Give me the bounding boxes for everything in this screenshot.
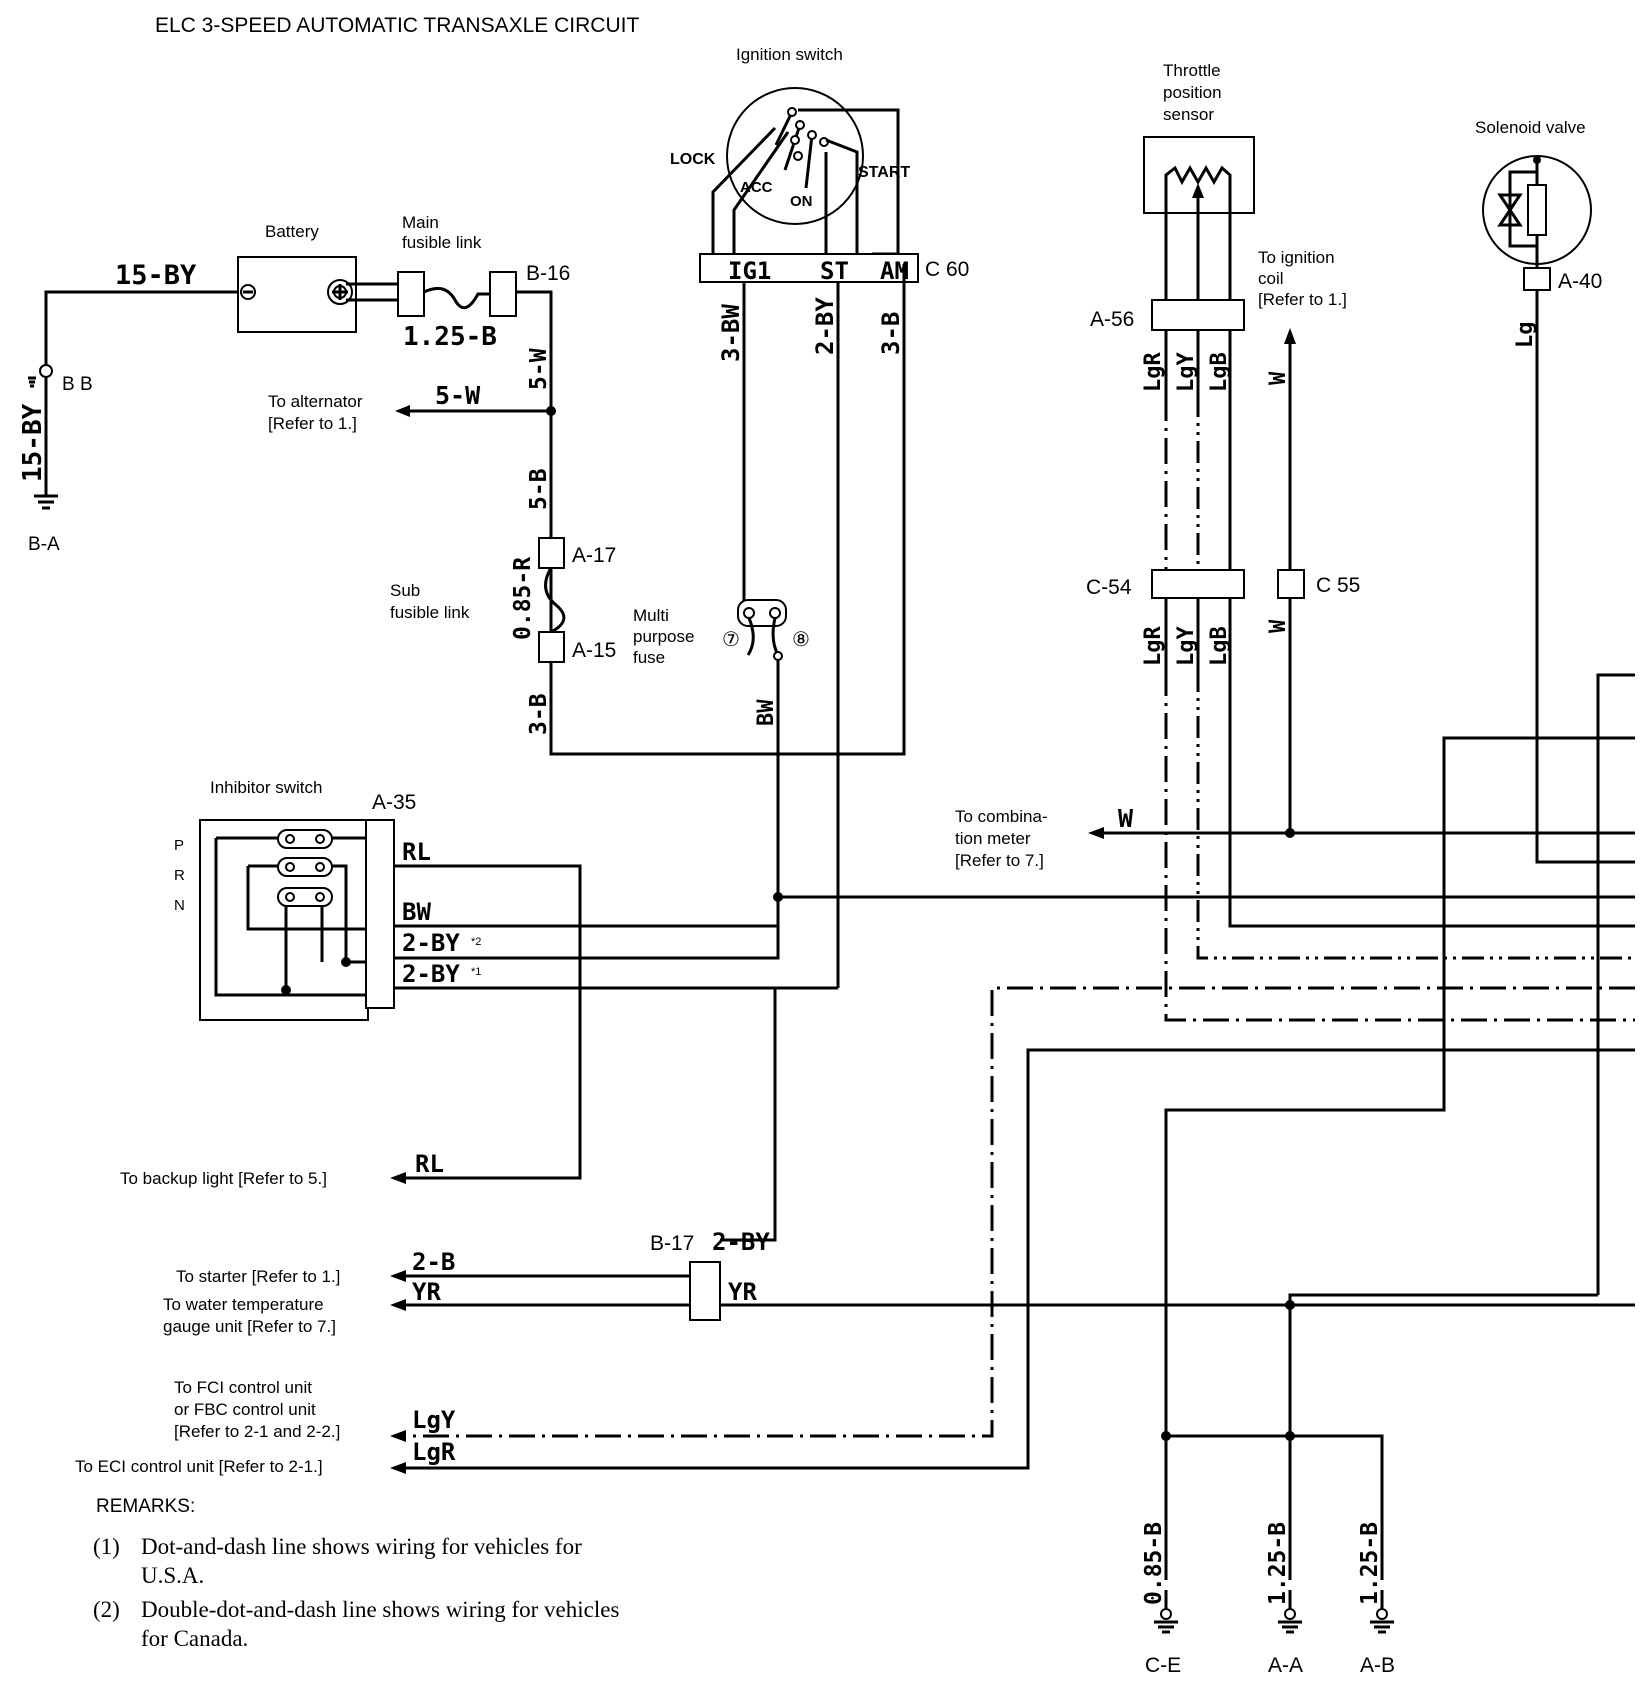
connector-c60: C 60	[925, 258, 969, 281]
wire-lgr-eci: LgR	[412, 1438, 456, 1466]
solenoid-valve: Solenoid valve A-40 Lg	[1475, 118, 1635, 864]
battery-section: Battery 15-BY B B 15-BY B-A Main fusible…	[18, 213, 906, 756]
wire-125b-aa: 1.25-B	[1265, 1522, 1291, 1605]
ground-aa: A-A	[1268, 1654, 1303, 1677]
main-fusible-link-label: Main fusible link	[402, 213, 482, 252]
wire-rl-inhibitor: RL	[402, 838, 431, 866]
wire-085b: 0.85-B	[1141, 1522, 1167, 1605]
dest-combination-meter: To combina- tion meter [Refer to 7.]	[955, 807, 1052, 870]
dest-water-temp: To water temperature gauge unit [Refer t…	[163, 1295, 336, 1336]
throttle-position-sensor: Throttle position sensor A-56 LgR LgY Lg…	[1086, 61, 1635, 1022]
diagram-title: ELC 3-SPEED AUTOMATIC TRANSAXLE CIRCUIT	[155, 14, 639, 37]
svg-text:START: START	[858, 164, 910, 181]
wire-5b: 5-B	[526, 468, 552, 510]
wire-125b: 1.25-B	[403, 322, 497, 352]
wire-2b-starter: 2-B	[412, 1248, 455, 1276]
wire-lgy-lower: LgY	[1174, 626, 1199, 666]
wire-yr-right: YR	[728, 1278, 757, 1306]
ignition-switch-label: Ignition switch	[736, 45, 843, 64]
bb-label: B B	[62, 374, 93, 395]
terminal-st: ST	[820, 257, 849, 285]
remark-2-text: Double-dot-and-dash line shows wiring fo…	[141, 1597, 625, 1651]
connector-a15: A-15	[572, 639, 616, 662]
wire-15by-top: 15-BY	[115, 260, 197, 291]
dest-fci: To FCI control unit or FBC control unit …	[174, 1378, 340, 1441]
wire-rl-backup: RL	[415, 1150, 444, 1178]
svg-text:⑦: ⑦	[722, 629, 740, 651]
svg-text:P: P	[174, 837, 184, 854]
wire-lgb-lower: LgB	[1207, 626, 1232, 666]
wire-085r: 0.85-R	[510, 557, 536, 640]
connector-a35: A-35	[372, 791, 416, 814]
wire-15by-vertical: 15-BY	[18, 403, 48, 482]
wire-lgy-fci: LgY	[412, 1406, 456, 1434]
mark-1: *1	[471, 966, 481, 978]
ground-ab: A-B	[1360, 1654, 1395, 1677]
multi-purpose-fuse-label: Multi purpose fuse	[633, 606, 699, 667]
remark-2-num: (2)	[93, 1597, 120, 1622]
wire-lg: Lg	[1513, 322, 1538, 349]
connector-a17: A-17	[572, 544, 616, 567]
throttle-sensor-label: Throttle position sensor	[1163, 61, 1226, 124]
wire-5w-h: 5-W	[435, 381, 481, 410]
connector-c54: C-54	[1086, 576, 1132, 599]
remark-1-num: (1)	[93, 1534, 120, 1559]
wire-lgr-lower: LgR	[1141, 626, 1166, 666]
connector-b16: B-16	[526, 262, 570, 285]
battery-label: Battery	[265, 222, 319, 241]
connector-c55: C 55	[1316, 574, 1360, 597]
dest-starter: To starter [Refer to 1.]	[176, 1267, 340, 1286]
wire-2by-b17: 2-BY	[712, 1228, 770, 1256]
wire-2by-2: 2-BY	[402, 929, 460, 957]
wire-125b-ab: 1.25-B	[1357, 1522, 1383, 1605]
wire-bw-inhibitor: BW	[402, 898, 431, 926]
wire-lgr-upper: LgR	[1141, 352, 1166, 392]
terminal-ig1: IG1	[728, 257, 771, 285]
sub-fusible-link-label: Sub fusible link	[390, 581, 470, 622]
ground-ce: C-E	[1145, 1654, 1181, 1677]
wire-2by-1: 2-BY	[402, 960, 460, 988]
wire-2by-st: 2-BY	[811, 297, 839, 355]
connector-a56: A-56	[1090, 308, 1134, 331]
solenoid-valve-label: Solenoid valve	[1475, 118, 1586, 137]
left-destinations: To backup light [Refer to 5.] RL B-17 2-…	[75, 1150, 770, 1476]
dest-alternator: To alternator [Refer to 1.]	[268, 392, 367, 433]
wire-3b-am: 3-B	[877, 312, 905, 355]
dest-ignition-coil: To ignition coil [Refer to 1.]	[1258, 248, 1347, 309]
svg-text:⑧: ⑧	[792, 629, 810, 651]
svg-text:ON: ON	[790, 193, 813, 210]
grounds: 0.85-B 1.25-B 1.25-B C-E A-A A-B	[1141, 1522, 1395, 1677]
svg-text:N: N	[174, 897, 185, 914]
wire-w-lower: W	[1266, 619, 1291, 633]
ignition-switch: Ignition switch LOCK ACC ON START IG1 ST…	[633, 45, 969, 988]
connector-a40: A-40	[1558, 270, 1602, 293]
wire-3b-left: 3-B	[526, 693, 552, 735]
wire-yr-left: YR	[412, 1278, 441, 1306]
ba-label: B-A	[28, 534, 60, 555]
ignition-coil-wire: To ignition coil [Refer to 1.] W C 55 W	[1258, 248, 1360, 838]
remark-1-text: Dot-and-dash line shows wiring for vehic…	[141, 1534, 587, 1588]
wire-lgy-upper: LgY	[1174, 352, 1199, 392]
remarks: REMARKS: (1) Dot-and-dash line shows wir…	[93, 1496, 625, 1651]
wire-bw-vertical: BW	[754, 699, 779, 726]
mark-2: *2	[471, 936, 481, 948]
dest-backup-light: To backup light [Refer to 5.]	[120, 1169, 327, 1188]
inhibitor-switch: Inhibitor switch A-35 P R N RL BW 2-BY *…	[174, 778, 1635, 1242]
svg-text:LOCK: LOCK	[670, 151, 716, 168]
wire-5w-vertical: 5-W	[526, 348, 552, 390]
connector-b17: B-17	[650, 1232, 694, 1255]
wire-lgb-upper: LgB	[1207, 352, 1232, 392]
inhibitor-switch-label: Inhibitor switch	[210, 778, 322, 797]
wire-w-combination: W	[1118, 804, 1134, 833]
wire-3bw: 3-BW	[717, 304, 745, 362]
dest-eci: To ECI control unit [Refer to 2-1.]	[75, 1457, 323, 1476]
wire-w-upper: W	[1266, 371, 1291, 385]
svg-text:R: R	[174, 867, 185, 884]
remarks-heading: REMARKS:	[96, 1496, 195, 1517]
